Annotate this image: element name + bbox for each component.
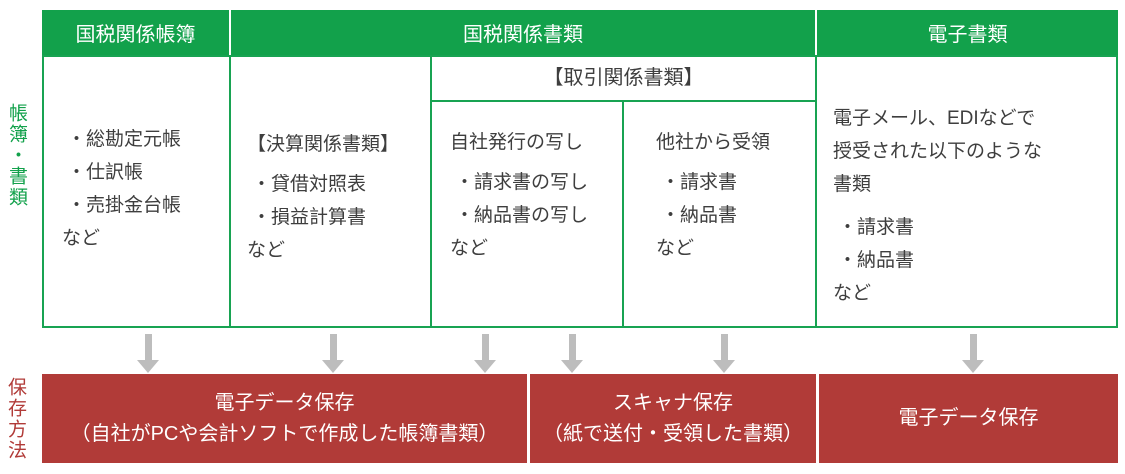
list-item: ・請求書 bbox=[838, 217, 915, 238]
down-arrow-icon bbox=[713, 334, 735, 373]
down-arrow-icon bbox=[474, 334, 496, 373]
subheader-transaction-documents: 【取引関係書類】 bbox=[430, 55, 817, 102]
cell-national-tax-books: ・総勘定元帳 ・仕訳帳 ・売掛金台帳 など bbox=[42, 55, 231, 328]
received-title: 他社から受領 bbox=[656, 132, 771, 153]
cell-settlement-documents: 【決算関係書類】 ・貸借対照表 ・損益計算書 など bbox=[229, 55, 432, 328]
settlement-title: 【決算関係書類】 bbox=[247, 134, 400, 155]
header-national-tax-books: 国税関係帳簿 bbox=[42, 10, 229, 55]
description-line: 電子メール、EDIなどで bbox=[833, 108, 1036, 129]
electronic-description: 電子メール、EDIなどで 授受された以下のような 書類 bbox=[833, 102, 1116, 201]
list-item: ・貸借対照表 bbox=[252, 174, 367, 195]
down-arrow-icon bbox=[322, 334, 344, 373]
arrow-stem bbox=[720, 334, 728, 360]
subheader-transaction-documents-text: 【取引関係書類】 bbox=[543, 67, 704, 89]
list-item: ・納品書の写し bbox=[455, 205, 589, 226]
storage-bar-line: （紙で送付・受領した書類） bbox=[543, 422, 803, 445]
arrow-head bbox=[561, 360, 583, 373]
list-item: ・売掛金台帳 bbox=[67, 195, 182, 216]
list-item: ・納品書 bbox=[661, 205, 738, 226]
description-line: 書類 bbox=[833, 174, 872, 195]
down-arrow-icon bbox=[561, 334, 583, 373]
header-national-tax-documents-text: 国税関係書類 bbox=[463, 24, 583, 46]
arrow-head bbox=[713, 360, 735, 373]
row-label-books-documents: 帳簿・書類 bbox=[6, 103, 27, 283]
list-item: ・請求書 bbox=[661, 172, 738, 193]
list-item: ・総勘定元帳 bbox=[67, 129, 182, 150]
self-issued-list: ・請求書の写し ・納品書の写し など bbox=[450, 166, 622, 265]
list-item: など bbox=[833, 283, 872, 304]
arrow-stem bbox=[481, 334, 489, 360]
arrow-stem bbox=[144, 334, 152, 360]
header-electronic-documents-text: 電子書類 bbox=[927, 24, 1008, 46]
list-item: ・仕訳帳 bbox=[67, 162, 144, 183]
list-item: など bbox=[247, 240, 286, 261]
settlement-list: ・貸借対照表 ・損益計算書 など bbox=[247, 168, 430, 267]
storage-bar-line: スキャナ保存 bbox=[613, 391, 733, 414]
storage-bar-line: 電子データ保存 bbox=[214, 391, 355, 414]
header-national-tax-books-text: 国税関係帳簿 bbox=[75, 24, 196, 46]
spacer bbox=[833, 201, 1116, 211]
list-item: など bbox=[62, 228, 101, 249]
list-item: など bbox=[450, 238, 489, 259]
books-list: ・総勘定元帳 ・仕訳帳 ・売掛金台帳 など bbox=[62, 123, 229, 255]
electronic-list: ・請求書 ・納品書 など bbox=[833, 211, 1116, 310]
arrow-stem bbox=[568, 334, 576, 360]
row-label-storage-method: 保存方法 bbox=[5, 377, 26, 463]
header-national-tax-documents: 国税関係書類 bbox=[231, 10, 815, 55]
header-electronic-documents: 電子書類 bbox=[817, 10, 1118, 55]
cell-self-issued-copies: 自社発行の写し ・請求書の写し ・納品書の写し など bbox=[430, 100, 624, 328]
storage-bar-scanner: スキャナ保存 （紙で送付・受領した書類） bbox=[530, 374, 816, 463]
storage-bar-line: （自社がPCや会計ソフトで作成した帳簿書類） bbox=[70, 422, 499, 445]
self-issued-title: 自社発行の写し bbox=[450, 132, 584, 153]
down-arrow-icon bbox=[137, 334, 159, 373]
arrow-head bbox=[137, 360, 159, 373]
description-line: 授受された以下のような bbox=[833, 141, 1043, 162]
arrow-head bbox=[962, 360, 984, 373]
list-item: ・損益計算書 bbox=[252, 207, 367, 228]
cell-received-documents: 他社から受領 ・請求書 ・納品書 など bbox=[622, 100, 817, 328]
arrow-head bbox=[474, 360, 496, 373]
storage-bar-electronic-data-right: 電子データ保存 bbox=[819, 374, 1118, 463]
storage-bar-electronic-data-left: 電子データ保存 （自社がPCや会計ソフトで作成した帳簿書類） bbox=[42, 374, 527, 463]
row-label-storage-method-text: 保存方法 bbox=[5, 377, 26, 461]
list-item: ・納品書 bbox=[838, 250, 915, 271]
cell-electronic-documents: 電子メール、EDIなどで 授受された以下のような 書類 ・請求書 ・納品書 など bbox=[815, 55, 1118, 328]
storage-bar-line: 電子データ保存 bbox=[898, 407, 1039, 429]
arrow-stem bbox=[969, 334, 977, 360]
received-list: ・請求書 ・納品書 など bbox=[656, 166, 815, 265]
down-arrow-icon bbox=[962, 334, 984, 373]
list-item: ・請求書の写し bbox=[455, 172, 589, 193]
arrow-stem bbox=[329, 334, 337, 360]
list-item: など bbox=[656, 238, 695, 259]
row-label-books-documents-text: 帳簿・書類 bbox=[6, 103, 27, 208]
arrow-head bbox=[322, 360, 344, 373]
